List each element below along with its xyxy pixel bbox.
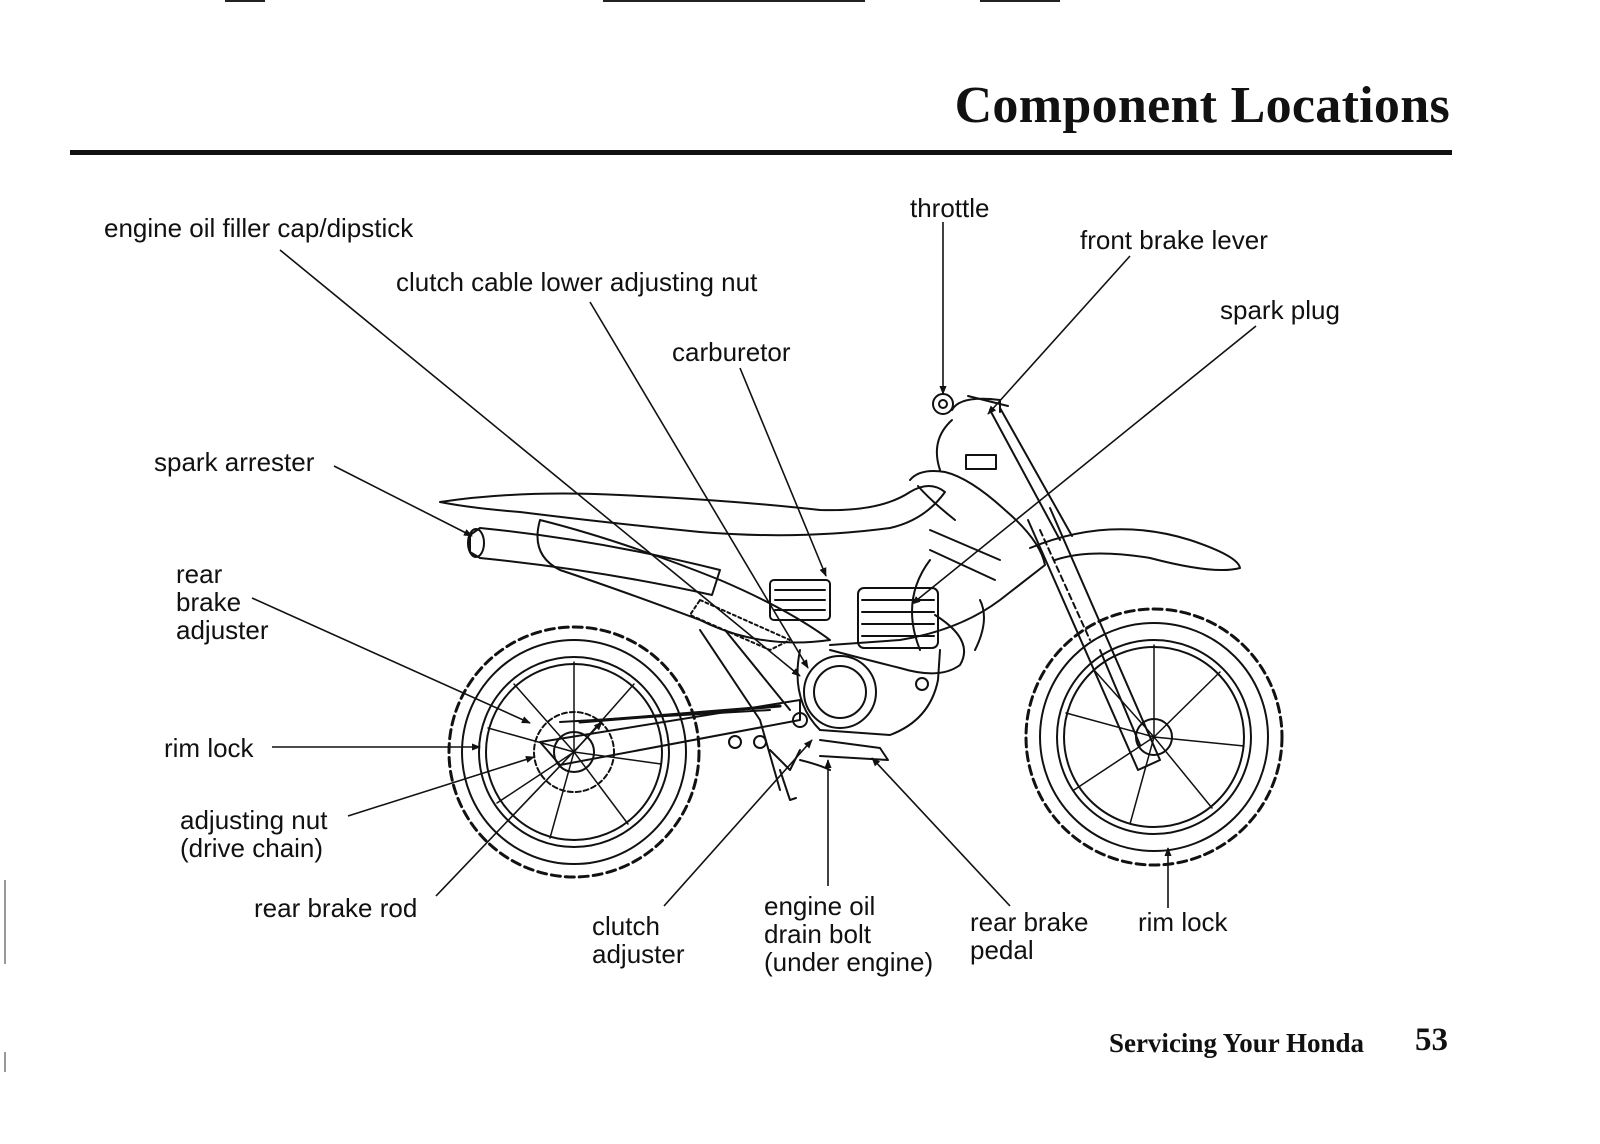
label-rear-brake-adjuster: rear brake adjuster: [176, 559, 269, 645]
exhaust-header: [829, 614, 965, 675]
front-fender: [1029, 528, 1241, 572]
label-rim-lock-front: rim lock: [1138, 907, 1228, 937]
side-panel-grille: [689, 599, 791, 651]
engine: [769, 579, 941, 736]
handlebar: [932, 393, 1073, 541]
motorcycle-drawing: [439, 393, 1284, 879]
label-oil-drain-bolt: engine oil drain bolt (under engine): [764, 891, 934, 977]
label-clutch-adjuster: clutch adjuster: [592, 911, 685, 969]
top-edge-mark: [225, 0, 265, 2]
label-front-brake-lever: front brake lever: [1080, 225, 1268, 255]
rear-brake-rod-line: [578, 704, 782, 724]
label-spark-plug: spark plug: [1220, 295, 1340, 325]
label-rear-brake-rod: rear brake rod: [254, 893, 418, 923]
scan-edge-mark: [4, 880, 6, 964]
page-title: Component Locations: [954, 77, 1450, 134]
label-rim-lock-rear: rim lock: [164, 733, 254, 763]
label-adjusting-nut: adjusting nut (drive chain): [180, 805, 328, 863]
rear-sprocket: [533, 711, 615, 793]
kickstand: [779, 769, 797, 801]
muffler: [467, 527, 721, 596]
label-engine-oil-filler: engine oil filler cap/dipstick: [104, 213, 414, 243]
seat: [439, 485, 946, 537]
page-number: 53: [1415, 1022, 1448, 1058]
label-rear-brake-pedal: rear brake pedal: [970, 907, 1089, 965]
front-fork: [1027, 507, 1161, 771]
label-clutch-cable-nut: clutch cable lower adjusting nut: [396, 267, 758, 297]
frame-tubes: [699, 559, 985, 791]
pedal-and-peg: [728, 735, 889, 771]
title-rule: [70, 150, 1452, 155]
label-throttle: throttle: [910, 193, 990, 223]
front-wheel: [1024, 607, 1284, 867]
footer-section-title: Servicing Your Honda: [1108, 1028, 1364, 1058]
label-carburetor: carburetor: [672, 337, 791, 367]
top-edge-mark: [980, 0, 1060, 2]
label-spark-arrester: spark arrester: [154, 447, 315, 477]
scan-edge-mark: [4, 1052, 6, 1072]
top-edge-mark: [603, 0, 865, 2]
leader-lines: [251, 222, 1257, 908]
